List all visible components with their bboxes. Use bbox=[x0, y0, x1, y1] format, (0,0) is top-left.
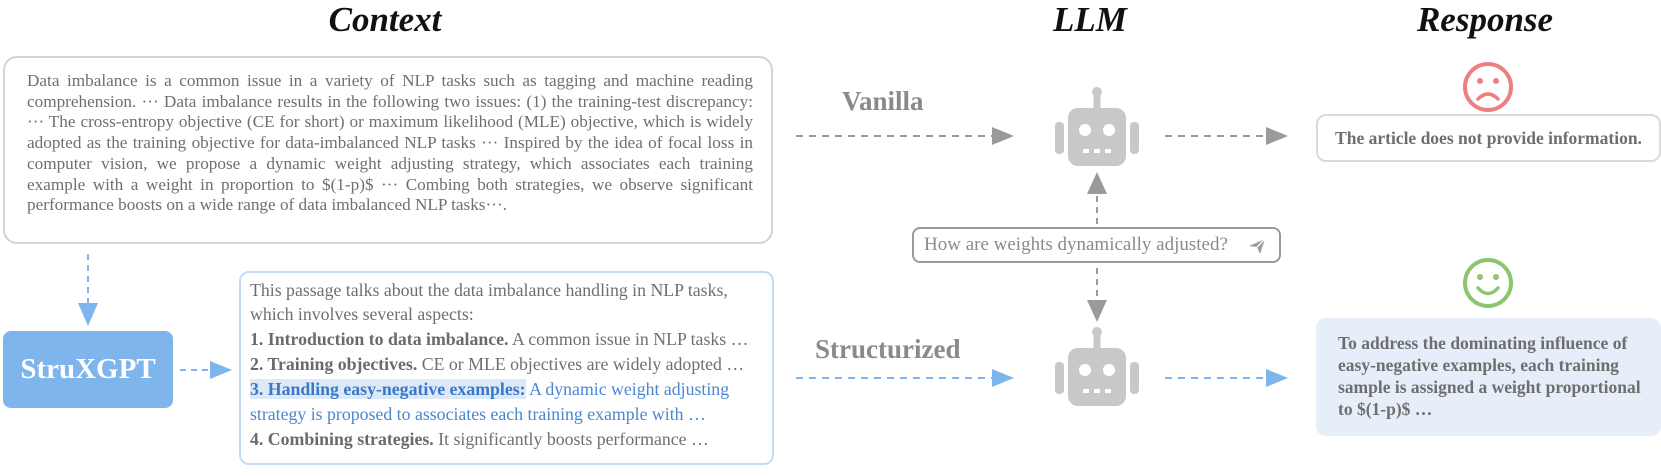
robot-icon bbox=[1055, 327, 1139, 406]
item-text: CE or MLE objectives are widely adopted … bbox=[417, 354, 745, 374]
item-title: 1. Introduction to data imbalance. bbox=[250, 329, 509, 349]
structured-item-1: 1. Introduction to data imbalance. A com… bbox=[250, 327, 764, 352]
struxgpt-to-structured-arrow bbox=[180, 361, 232, 379]
item-title: 2. Training objectives. bbox=[250, 354, 418, 374]
question-up-arrow bbox=[1087, 172, 1107, 224]
vanilla-output-arrow bbox=[1165, 127, 1288, 145]
item-title: 4. Combining strategies. bbox=[250, 429, 434, 449]
context-box: Data imbalance is a common issue in a va… bbox=[3, 56, 773, 244]
structured-context-box: This passage talks about the data imbala… bbox=[239, 271, 774, 465]
question-down-arrow bbox=[1087, 268, 1107, 322]
structured-intro: This passage talks about the data imbala… bbox=[250, 280, 728, 324]
context-to-struxgpt-arrow bbox=[78, 254, 98, 326]
structured-item-3-continued: strategy is proposed to associates each … bbox=[250, 404, 706, 424]
vanilla-arrow bbox=[796, 127, 1014, 145]
vanilla-response-box: The article does not provide information… bbox=[1316, 114, 1661, 162]
item-text: It significantly boosts performance … bbox=[433, 429, 709, 449]
sad-face-icon bbox=[1463, 62, 1513, 112]
structurized-response-box: To address the dominating influence of e… bbox=[1316, 318, 1661, 436]
question-box: How are weights dynamically adjusted? bbox=[912, 227, 1281, 263]
structurized-response-text: To address the dominating influence of e… bbox=[1338, 333, 1641, 419]
structurized-label: Structurized bbox=[815, 334, 961, 364]
context-text: Data imbalance is a common issue in a va… bbox=[27, 71, 753, 215]
struxgpt-box: StruXGPT bbox=[3, 331, 173, 408]
item-title-highlighted: 3. Handling easy-negative examples: bbox=[250, 379, 526, 399]
structured-item-2: 2. Training objectives. CE or MLE object… bbox=[250, 352, 764, 377]
vanilla-response-text: The article does not provide information… bbox=[1335, 127, 1642, 148]
robot-icon bbox=[1055, 87, 1139, 166]
structured-item-4: 4. Combining strategies. It significantl… bbox=[250, 427, 764, 452]
response-header: Response bbox=[1416, 0, 1554, 39]
struxgpt-label: StruXGPT bbox=[20, 353, 156, 385]
structured-item-3: 3. Handling easy-negative examples: A dy… bbox=[250, 377, 764, 402]
context-header: Context bbox=[328, 0, 442, 39]
structurized-output-arrow bbox=[1165, 369, 1288, 387]
structurized-arrow bbox=[796, 369, 1014, 387]
llm-header: LLM bbox=[1053, 0, 1127, 39]
item-text: A common issue in NLP tasks … bbox=[508, 329, 749, 349]
happy-face-icon bbox=[1463, 258, 1513, 308]
send-icon bbox=[1249, 238, 1266, 254]
item-text: A dynamic weight adjusting bbox=[525, 379, 730, 399]
vanilla-label: Vanilla bbox=[842, 86, 924, 116]
question-text: How are weights dynamically adjusted? bbox=[924, 234, 1228, 255]
